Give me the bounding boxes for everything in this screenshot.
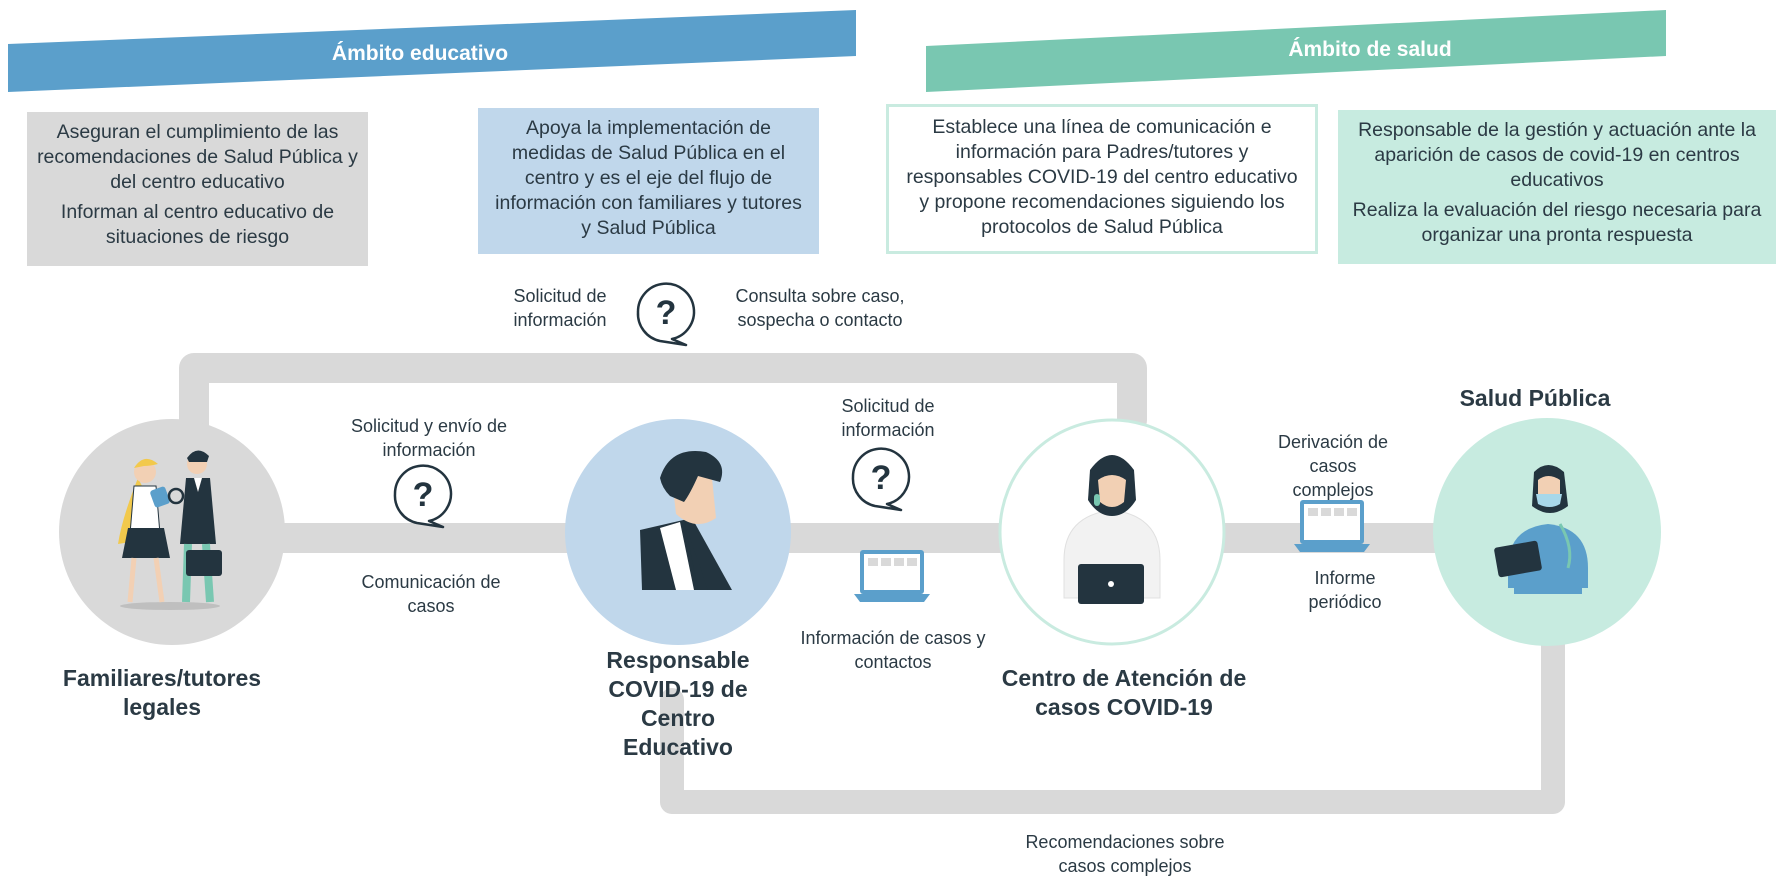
families-circle bbox=[59, 419, 285, 645]
covid-manager-illustration bbox=[640, 451, 732, 590]
care-center-description-box: Establece una línea de comunicación e in… bbox=[886, 104, 1318, 254]
svg-text:?: ? bbox=[871, 459, 892, 497]
label-periodic-report: Informe periódico bbox=[1308, 568, 1382, 612]
label-mid-request: Solicitud de información bbox=[841, 396, 935, 440]
public-health-description-line1: Responsable de la gestión y actuación an… bbox=[1358, 119, 1756, 191]
banner-health-shape bbox=[926, 10, 1666, 92]
public-health-description-line2: Realiza la evaluación del riesgo necesar… bbox=[1352, 199, 1762, 246]
health-worker-illustration bbox=[1494, 465, 1588, 594]
public-health-description-box: Responsable de la gestión y actuación an… bbox=[1338, 110, 1776, 264]
question-bubble-icon: ? bbox=[393, 464, 453, 529]
label-referral: Derivación de casos complejos bbox=[1277, 432, 1389, 500]
question-bubble-icon: ? bbox=[851, 447, 911, 512]
actor-covid-manager: Responsable COVID-19 de Centro Educativo bbox=[606, 647, 750, 760]
svg-text:?: ? bbox=[413, 476, 434, 514]
banner-education: Ámbito educativo bbox=[331, 42, 509, 65]
connector-bottom-loop bbox=[660, 628, 1565, 814]
svg-text:?: ? bbox=[656, 294, 677, 332]
connector-top-loop bbox=[179, 353, 1147, 485]
label-communication: Comunicación de casos bbox=[361, 572, 501, 616]
actor-families: Familiares/tutores legales bbox=[62, 665, 262, 720]
covid-manager-description: Apoya la implementación de medidas de Sa… bbox=[495, 117, 802, 239]
banner-education-shape bbox=[8, 10, 856, 92]
families-description-line1: Aseguran el cumplimiento de las recomend… bbox=[37, 121, 358, 193]
label-top-query: Consulta sobre caso, sospecha o contacto bbox=[735, 286, 905, 330]
actor-public-health: Salud Pública bbox=[1459, 385, 1611, 411]
laptop-icon bbox=[1294, 500, 1370, 552]
actor-care-center: Centro de Atención de casos COVID-19 bbox=[1001, 665, 1247, 720]
label-top-request: Solicitud de información bbox=[513, 286, 607, 330]
label-request-send: Solicitud y envío de información bbox=[350, 416, 508, 460]
families-description-line2: Informan al centro educativo de situacio… bbox=[60, 201, 335, 248]
question-bubble-icon: ? bbox=[636, 282, 696, 347]
label-info-cases: Información de casos y contactos bbox=[800, 628, 986, 672]
covid-manager-description-box: Apoya la implementación de medidas de Sa… bbox=[478, 108, 819, 254]
care-center-description: Establece una línea de comunicación e in… bbox=[906, 116, 1298, 238]
families-illustration bbox=[118, 450, 222, 610]
label-recommendations: Recomendaciones sobre casos complejos bbox=[1025, 832, 1225, 876]
families-description-box: Aseguran el cumplimiento de las recomend… bbox=[27, 112, 368, 266]
laptop-icon bbox=[854, 550, 930, 602]
care-center-operator-illustration bbox=[1063, 455, 1161, 604]
banner-health: Ámbito de salud bbox=[1288, 38, 1452, 61]
